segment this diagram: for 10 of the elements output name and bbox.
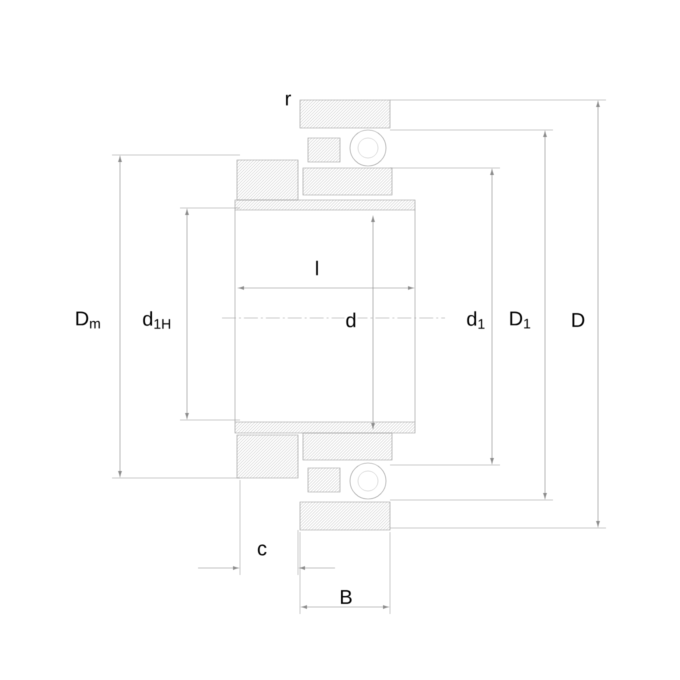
dimension-label: D$_{m}$	[74, 310, 102, 330]
dimension-label: B	[338, 589, 354, 605]
dimension-label: c	[256, 544, 268, 556]
dimension-label: l	[314, 260, 320, 276]
dimension-label: r	[284, 94, 292, 106]
dimension-label: d$_{1H}$	[141, 310, 173, 330]
dimension-label: D$_{1}$	[508, 310, 532, 330]
dimension-label: d$_{1}$	[465, 310, 487, 330]
dimension-label: D	[570, 312, 586, 328]
dimension-label: d	[344, 312, 358, 328]
